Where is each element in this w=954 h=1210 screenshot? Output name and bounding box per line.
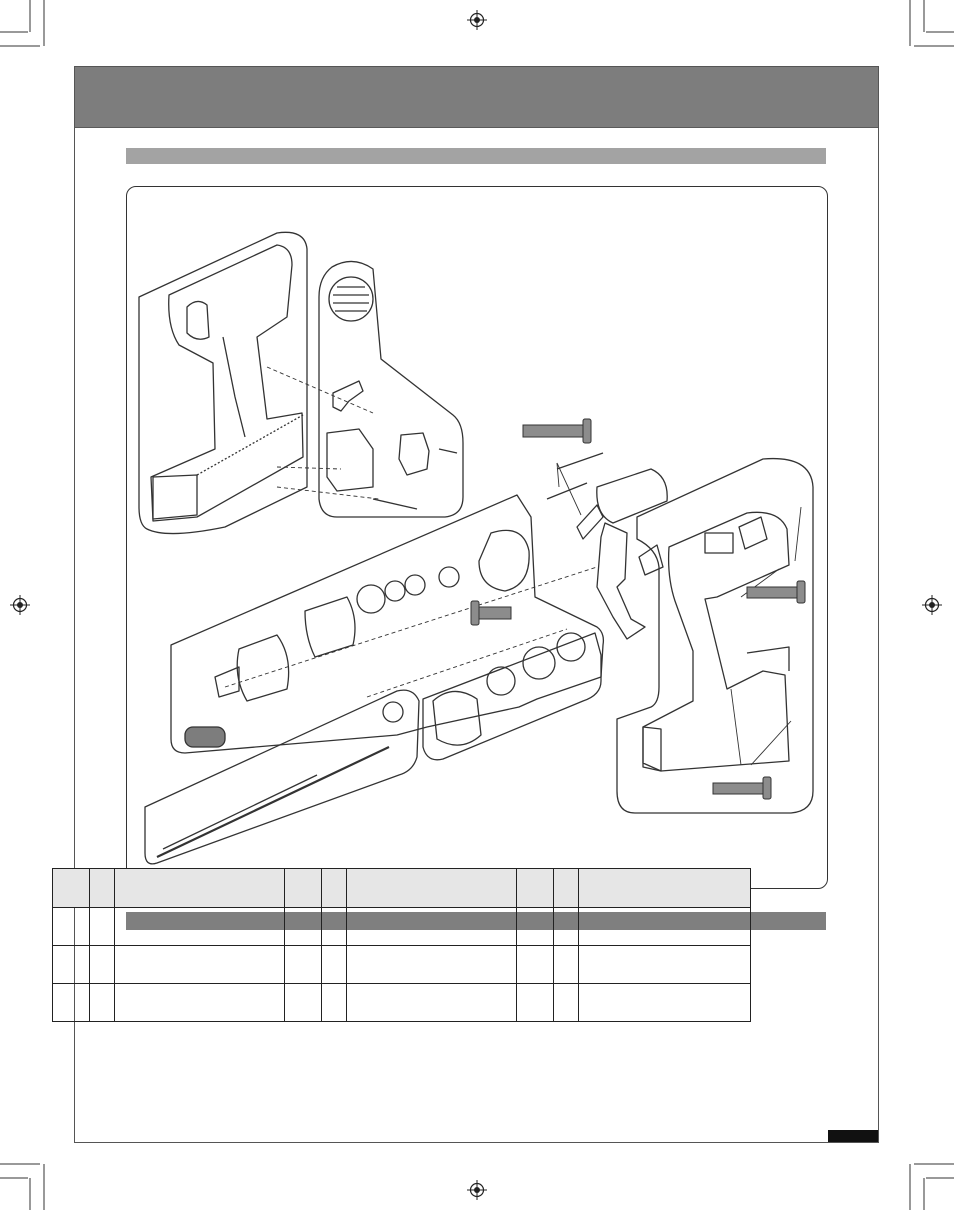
table-cell bbox=[52, 945, 90, 984]
table-cell bbox=[284, 983, 322, 1022]
switch-cluster-panel bbox=[318, 260, 464, 518]
table-cell bbox=[516, 983, 554, 1022]
table-cell bbox=[553, 945, 579, 984]
table-cell bbox=[516, 945, 554, 984]
parts-table bbox=[52, 868, 751, 1022]
table-cell bbox=[578, 945, 751, 984]
column-header bbox=[578, 868, 751, 908]
header-band bbox=[75, 67, 878, 128]
table-cell bbox=[284, 945, 322, 984]
column-header bbox=[346, 868, 517, 908]
page-number-tab bbox=[828, 1130, 878, 1142]
table-cell bbox=[578, 907, 751, 946]
collar bbox=[432, 690, 482, 746]
page-frame bbox=[74, 66, 879, 1143]
lever bbox=[332, 380, 364, 412]
table-cell bbox=[321, 907, 347, 946]
column-header bbox=[516, 868, 554, 908]
table-cell bbox=[114, 945, 285, 984]
column-header bbox=[114, 868, 285, 908]
ring-gear bbox=[304, 596, 356, 658]
table-cell bbox=[114, 983, 285, 1022]
left-housing-half bbox=[150, 244, 304, 522]
table-row bbox=[52, 945, 751, 984]
table-row bbox=[52, 983, 751, 1022]
table-cell bbox=[346, 983, 517, 1022]
column-header bbox=[284, 868, 322, 908]
table-cell bbox=[114, 907, 285, 946]
screw bbox=[474, 606, 512, 620]
table-cell bbox=[284, 907, 322, 946]
registration-mark-icon bbox=[467, 1180, 487, 1200]
vent-cover bbox=[328, 276, 374, 322]
screws bbox=[470, 418, 806, 800]
trigger bbox=[398, 432, 430, 476]
table-cell bbox=[52, 983, 90, 1022]
table-cell bbox=[321, 945, 347, 984]
column-header bbox=[553, 868, 579, 908]
switch-body bbox=[326, 428, 374, 492]
table-cell bbox=[321, 983, 347, 1022]
drill-bit bbox=[156, 746, 390, 858]
gearbox-panel bbox=[170, 494, 605, 754]
section-title-bar bbox=[126, 148, 826, 164]
screw bbox=[522, 424, 586, 438]
column-header bbox=[321, 868, 347, 908]
bit-panel bbox=[144, 689, 420, 865]
collar-panel bbox=[422, 632, 602, 761]
exploded-view-drawing bbox=[138, 231, 814, 865]
table-cell bbox=[346, 945, 517, 984]
planet-carrier bbox=[478, 529, 530, 592]
right-housing-panel bbox=[616, 457, 814, 814]
registration-mark-icon bbox=[10, 595, 30, 615]
table-cell bbox=[578, 983, 751, 1022]
table-cell bbox=[89, 907, 115, 946]
bit-holder bbox=[184, 726, 226, 748]
table-cell bbox=[89, 945, 115, 984]
table-cell bbox=[346, 907, 517, 946]
column-header bbox=[52, 868, 90, 908]
registration-mark-icon bbox=[467, 10, 487, 30]
registration-mark-icon bbox=[922, 595, 942, 615]
table-cell bbox=[553, 983, 579, 1022]
table-cell bbox=[52, 907, 90, 946]
right-housing-half bbox=[642, 511, 790, 772]
table-header-row bbox=[52, 868, 751, 908]
chuck-body bbox=[236, 634, 290, 702]
column-header bbox=[89, 868, 115, 908]
screw bbox=[746, 586, 800, 599]
table-cell bbox=[89, 983, 115, 1022]
screw bbox=[712, 782, 766, 795]
table-cell bbox=[516, 907, 554, 946]
table-row bbox=[52, 907, 751, 946]
table-cell bbox=[553, 907, 579, 946]
motor bbox=[596, 468, 668, 524]
exploded-view-diagram bbox=[126, 186, 828, 889]
left-housing-panel bbox=[138, 231, 308, 535]
